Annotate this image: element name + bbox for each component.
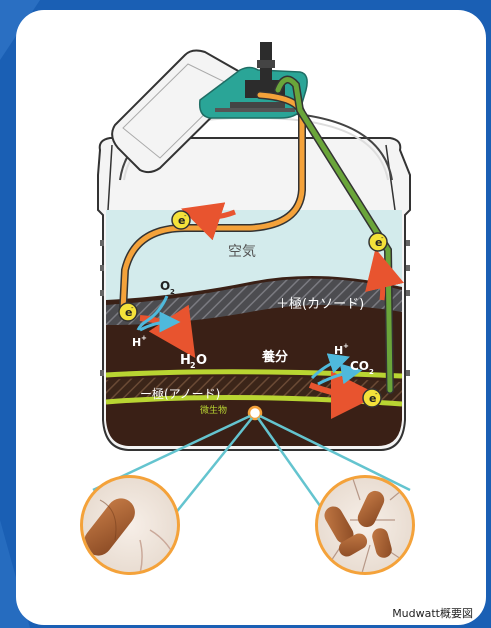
electron-icon: e - xyxy=(119,303,137,321)
electron-flow-arrow-right xyxy=(380,268,383,300)
air-label: 空気 xyxy=(228,244,256,260)
svg-text:2: 2 xyxy=(170,288,175,296)
svg-text:H: H xyxy=(334,344,343,357)
svg-text:+: + xyxy=(141,334,147,342)
magnify-point xyxy=(249,407,261,419)
svg-text:O: O xyxy=(196,353,207,368)
anode-label: ー極(アノード) xyxy=(140,386,220,401)
svg-text:CO: CO xyxy=(350,359,369,373)
svg-text:2: 2 xyxy=(369,368,374,376)
electron-icon: e - xyxy=(172,211,190,229)
svg-text:2: 2 xyxy=(190,361,196,370)
electron-icon: e - xyxy=(369,233,387,251)
electron-icon: e - xyxy=(363,389,381,407)
microbes-label: 微生物 xyxy=(200,404,227,416)
svg-text:+: + xyxy=(343,342,349,350)
cathode-label: ＋極(カソード) xyxy=(276,296,364,312)
nutrients-label: 養分 xyxy=(261,349,288,365)
caption: Mudwatt概要図 xyxy=(392,605,473,621)
svg-text:H: H xyxy=(132,336,141,349)
svg-text:O: O xyxy=(160,279,170,293)
